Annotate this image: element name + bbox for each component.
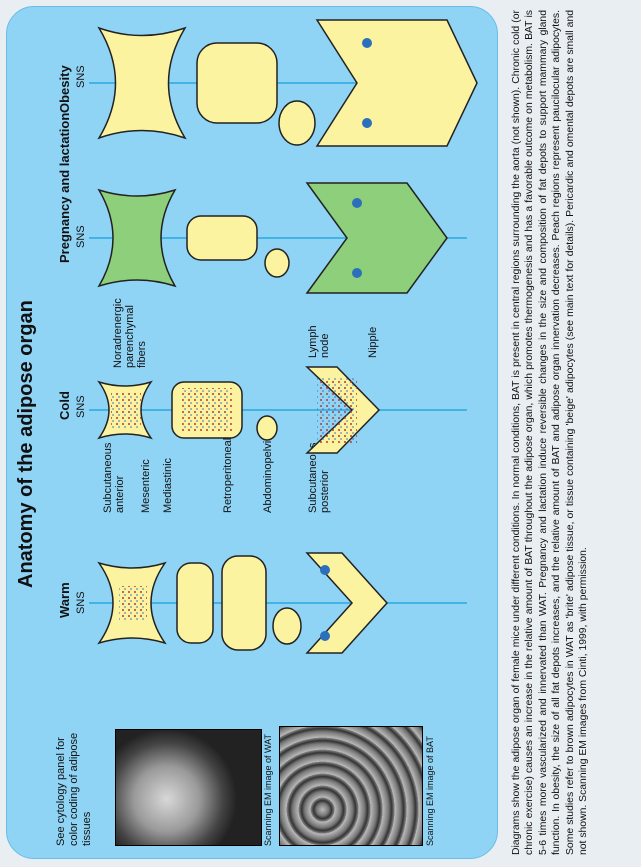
diagram-panel: Anatomy of the adipose organ Warm Cold P… (6, 6, 498, 859)
cold-diagram (89, 367, 467, 453)
adipose-diagrams (7, 7, 497, 858)
pregnancy-diagram (89, 183, 467, 293)
obesity-diagram (89, 20, 477, 146)
warm-diagram (89, 553, 467, 653)
figure-caption: Diagrams show the adipose organ of femal… (510, 10, 590, 855)
